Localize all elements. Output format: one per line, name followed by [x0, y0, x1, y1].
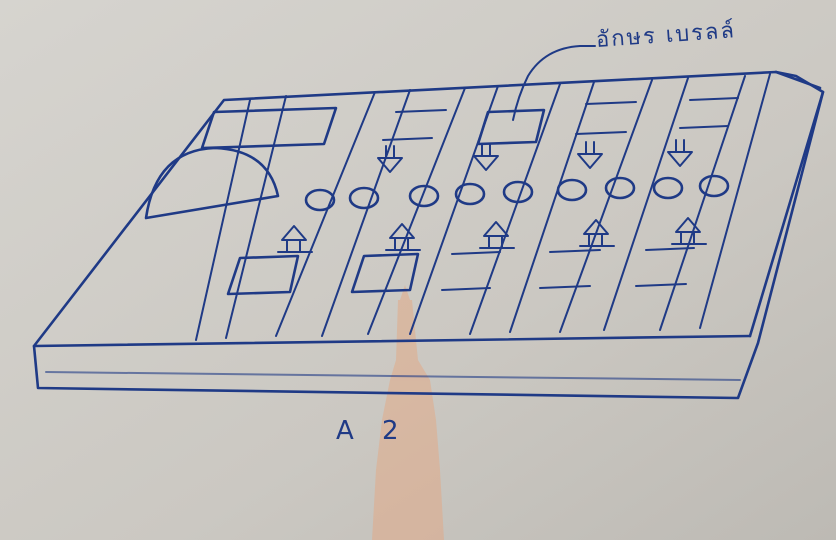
figure-caption: A 2	[336, 416, 409, 446]
